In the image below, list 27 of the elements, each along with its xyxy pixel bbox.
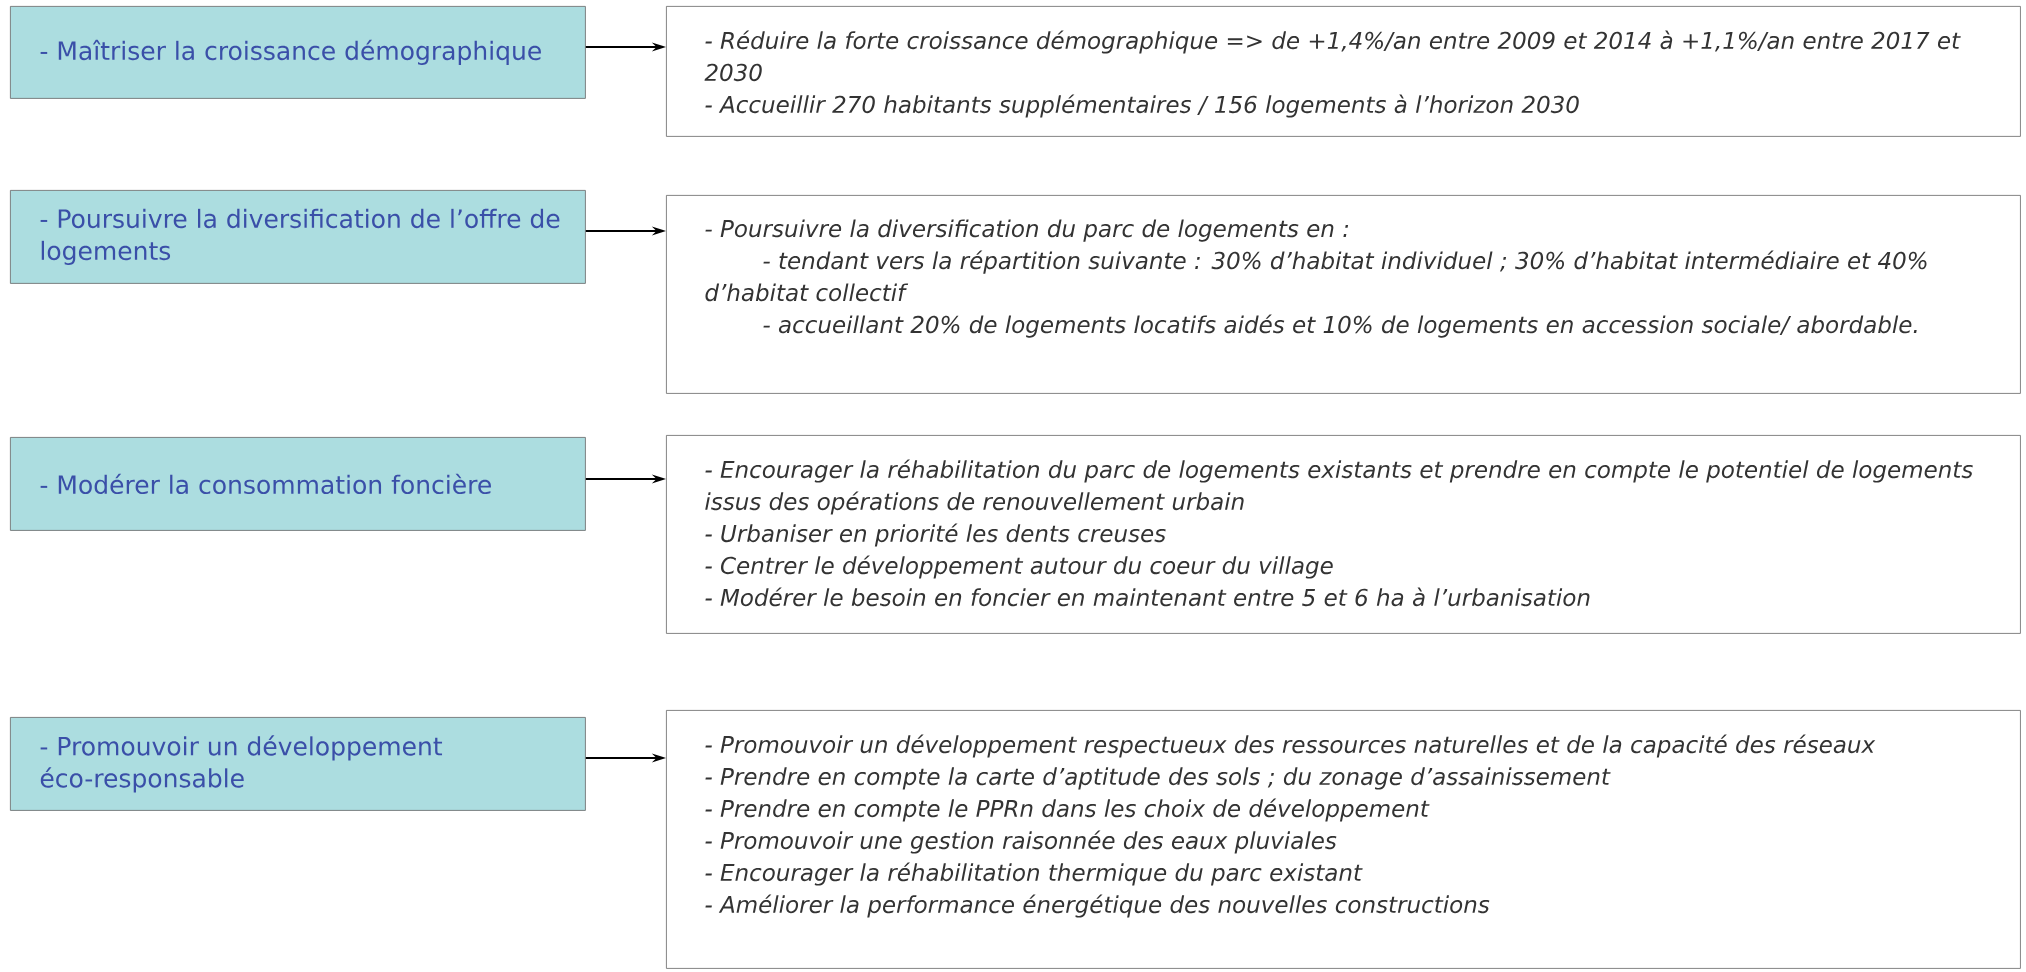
detail-text: - Encourager la réhabilitation du parc de logements existants et prendre en compte le potentiel de logements issus des opérations de renouvellement urbain xyxy=(705,459,1973,515)
goal-box xyxy=(10,190,586,284)
goal-text: - Maîtriser la croissance démographique xyxy=(40,39,541,65)
detail-text: - Urbaniser en priorité les dents creuses xyxy=(705,523,1166,547)
detail-text: - Centrer le développement autour du coeur du village xyxy=(705,555,1333,579)
detail-text: - Promouvoir un développement respectueux des ressources naturelles et de la capacité des réseaux xyxy=(705,734,1876,758)
detail-text: - accueillant 20% de logements locatifs aidés et 10% de logements en accession sociale/ abordable. xyxy=(763,314,1917,338)
detail-text: - Promouvoir une gestion raisonnée des eaux pluviales xyxy=(705,830,1337,854)
goal-box xyxy=(10,6,586,99)
detail-text: - Réduire la forte croissance démographique => de +1,4%/an entre 2009 et 2014 à +1,1%/an entre 2017 et 2030 xyxy=(704,30,1961,82)
objective-box xyxy=(666,435,2021,634)
objective-box xyxy=(666,195,2021,394)
goal-box xyxy=(10,717,586,811)
detail-text: - Améliorer la performance énergétique des nouvelles constructions xyxy=(705,894,1490,918)
detail-text: - Prendre en compte la carte d’aptitude des sols ; du zonage d’assainissement xyxy=(705,767,1611,790)
detail-text: - Encourager la réhabilitation thermique du parc existant xyxy=(705,862,1363,886)
detail-text: - Accueillir 270 habitants supplémentaires / 156 logements à l’horizon 2030 xyxy=(705,94,1579,118)
detail-text: - tendant vers la répartition suivante : 30% d’habitat individuel ; 30% d’habitat intermédiaire et 40% d’habitat collectif xyxy=(705,250,1927,302)
goal-text: - Modérer la consommation foncière xyxy=(40,473,491,495)
detail-text: - Modérer le besoin en foncier en maintenant entre 5 et 6 ha à l’urbanisation xyxy=(705,587,1590,607)
objective-box xyxy=(666,710,2021,969)
detail-text: - Prendre en compte le PPRn dans les choix de développement xyxy=(705,798,1430,822)
objective-box xyxy=(666,6,2021,137)
goal-box xyxy=(10,437,586,531)
goal-text: - Promouvoir un développement éco-responsable xyxy=(40,735,443,793)
goal-text: - Poursuivre la diversification de l’offre de logements xyxy=(40,208,560,265)
detail-text: - Poursuivre la diversification du parc de logements en : xyxy=(705,219,1349,242)
